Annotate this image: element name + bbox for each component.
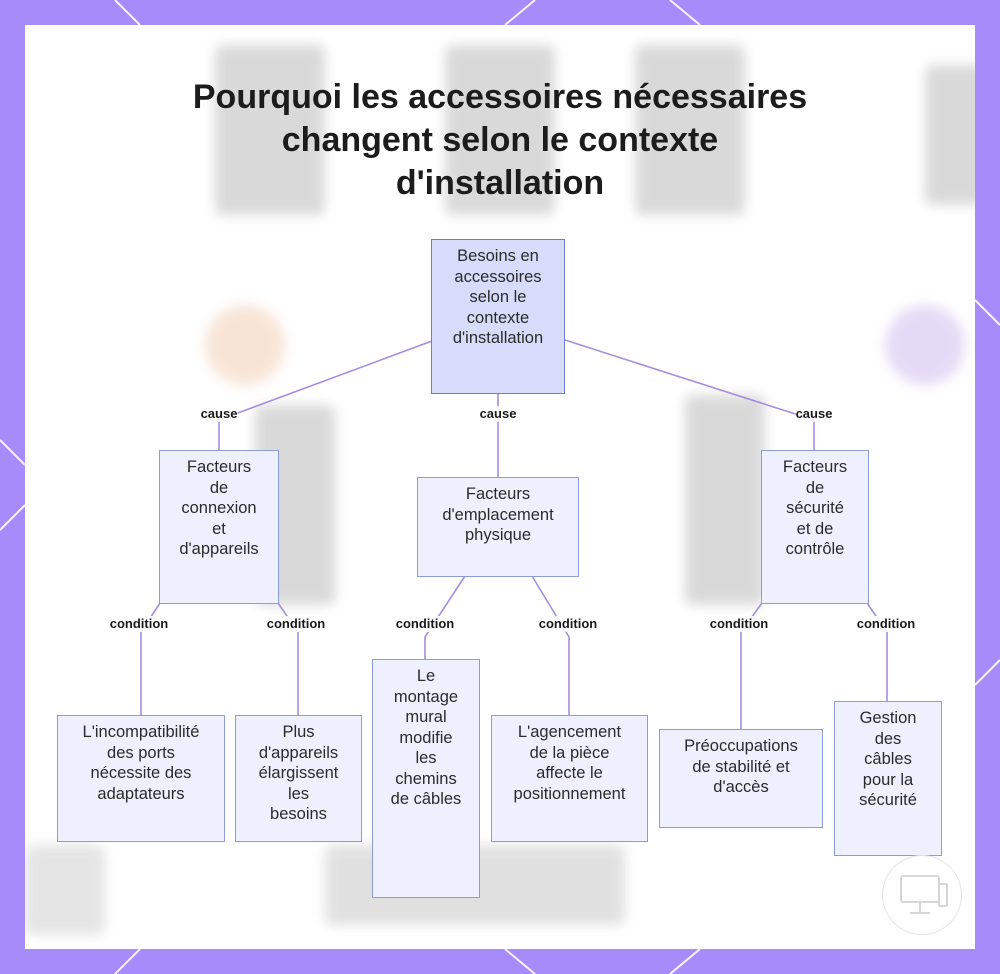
edge-label-condition: condition (395, 616, 455, 632)
edge-label-cause: cause (795, 406, 833, 422)
node-root: Besoins en accessoires selon le contexte… (431, 239, 565, 394)
node-ports: L'incompatibilité des ports nécessite de… (57, 715, 225, 842)
node-stabilite: Préoccupations de stabilité et d'accès (659, 729, 823, 828)
edge-label-condition: condition (538, 616, 598, 632)
edge-securite-stabilite (740, 602, 763, 730)
edge-root-securite (564, 339, 815, 450)
edge-label-cause: cause (200, 406, 238, 422)
edge-label-condition: condition (709, 616, 769, 632)
title-line-1: Pourquoi les accessoires nécessaires (192, 78, 808, 116)
monitor-icon (900, 875, 948, 914)
edge-label-condition: condition (266, 616, 326, 632)
edge-label-cause: cause (479, 406, 517, 422)
node-emplacement: Facteurs d'emplacement physique (417, 477, 579, 577)
watermark-logo (882, 855, 962, 935)
node-agencement: L'agencement de la pièce affecte le posi… (491, 715, 648, 842)
edge-label-condition: condition (109, 616, 169, 632)
node-cables: Gestion des câbles pour la sécurité (834, 701, 942, 856)
title-line-3: d'installation (395, 164, 605, 202)
blurred-background (25, 25, 975, 949)
edge-root-connexion (218, 340, 433, 450)
title-line-2: changent selon le contexte (281, 121, 719, 159)
edge-emplacement-agencement (531, 575, 570, 716)
edge-connexion-ports (140, 602, 161, 716)
edge-connexion-appareils (277, 602, 299, 716)
diagram-title: Pourquoi les accessoires nécessaires cha… (25, 76, 975, 205)
node-securite: Facteurs de sécurité et de contrôle (761, 450, 869, 604)
node-connexion: Facteurs de connexion et d'appareils (159, 450, 279, 604)
node-montage: Le montage mural modifie les chemins de … (372, 659, 480, 898)
edge-securite-cables (866, 602, 888, 702)
edge-emplacement-montage (424, 575, 466, 660)
node-appareils: Plus d'appareils élargissent les besoins (235, 715, 362, 842)
edge-label-condition: condition (856, 616, 916, 632)
